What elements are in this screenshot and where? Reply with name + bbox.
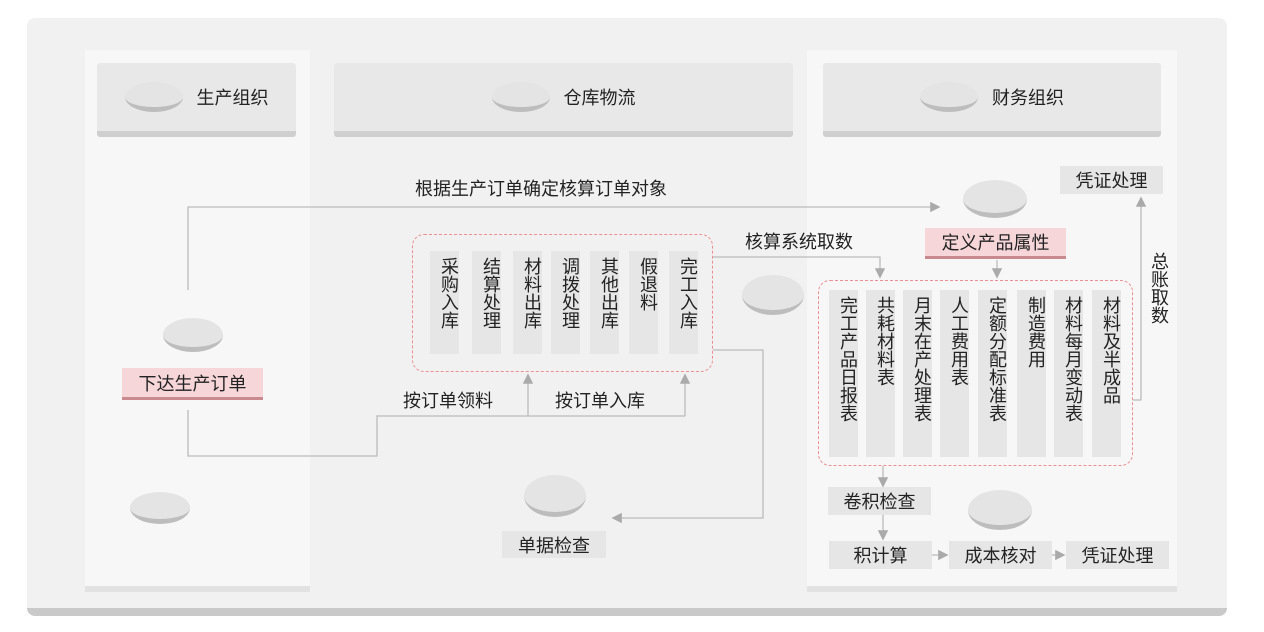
- voucher-top-box: 凭证处理: [1060, 166, 1163, 194]
- warehouse-doc: 完工入库: [669, 251, 698, 354]
- finance-report: 人工费用表: [940, 290, 969, 457]
- voucher-step: 凭证处理: [1066, 541, 1169, 569]
- top-flow-label: 根据生产订单确定核算订单对象: [415, 179, 667, 200]
- finance-report: 月末在产处理表: [903, 290, 932, 457]
- production-title: 生产组织: [196, 88, 269, 109]
- production-header: 生产组织: [97, 63, 296, 137]
- meeting-icon: [963, 180, 1027, 218]
- warehouse-doc: 假退料: [629, 251, 658, 354]
- check-step: 卷积检查: [828, 487, 931, 515]
- document-check-icon: [524, 475, 586, 517]
- finance-report: 完工产品日报表: [829, 290, 858, 457]
- order-pick-label: 按订单领料: [403, 391, 493, 412]
- finance-report: 材料及半成品: [1092, 290, 1121, 457]
- planner-icon: [163, 318, 223, 352]
- finance-report: 制造费用: [1017, 290, 1046, 457]
- office-worker-icon: [920, 82, 978, 112]
- accountant-icon: [742, 275, 804, 315]
- ledger-label: 总账取数: [1148, 252, 1169, 324]
- order-receive-label: 按订单入库: [555, 391, 645, 412]
- warehouse-doc: 其他出库: [590, 251, 619, 354]
- finance-reports-group: [818, 280, 1133, 466]
- calc-step: 积计算: [829, 541, 932, 569]
- warehouse-title: 仓库物流: [563, 88, 636, 109]
- warehouse-doc: 材料出库: [513, 251, 542, 354]
- finance-report: 定额分配标准表: [978, 290, 1007, 457]
- finance-title: 财务组织: [992, 88, 1064, 109]
- warehouse-doc: 结算处理: [472, 251, 501, 354]
- define-attr-box: 定义产品属性: [925, 228, 1066, 259]
- finance-header: 财务组织: [823, 63, 1161, 137]
- doc-check-box: 单据检查: [502, 531, 606, 558]
- warehouse-icon: [491, 82, 550, 112]
- analyst-icon: [968, 490, 1032, 530]
- reconcile-step: 成本核对: [949, 541, 1052, 569]
- warehouse-doc: 调拨处理: [551, 251, 580, 354]
- warehouse-doc: 采购入库: [430, 251, 459, 354]
- factory-icon: [124, 82, 183, 112]
- warehouse-header: 仓库物流: [334, 63, 793, 137]
- fetch-label: 核算系统取数: [745, 232, 853, 253]
- warehouse-docs-group: [412, 234, 713, 372]
- finance-report: 共耗材料表: [866, 290, 895, 457]
- team-meeting-icon: [130, 492, 190, 524]
- issue-order-box: 下达生产订单: [122, 368, 263, 400]
- finance-report: 材料每月变动表: [1054, 290, 1083, 457]
